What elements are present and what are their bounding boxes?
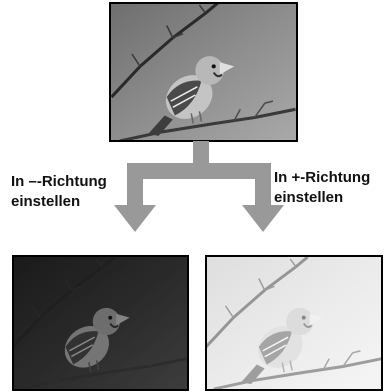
plus-direction-line2: einstellen — [274, 189, 344, 206]
arrow-head-left — [114, 205, 156, 232]
original-image — [109, 2, 298, 142]
plus-direction-label: In +-Richtung einstellen — [274, 168, 370, 208]
minus-direction-label: In –-Richtung einstellen — [11, 172, 107, 212]
lighter-image — [205, 255, 383, 391]
darker-image — [12, 255, 189, 391]
minus-direction-line2: einstellen — [11, 193, 81, 210]
arrow-connector — [127, 141, 271, 207]
arrow-head-right — [242, 205, 284, 232]
plus-direction-line1: In +-Richtung — [274, 169, 371, 186]
minus-direction-line1: In –-Richtung — [11, 173, 107, 190]
